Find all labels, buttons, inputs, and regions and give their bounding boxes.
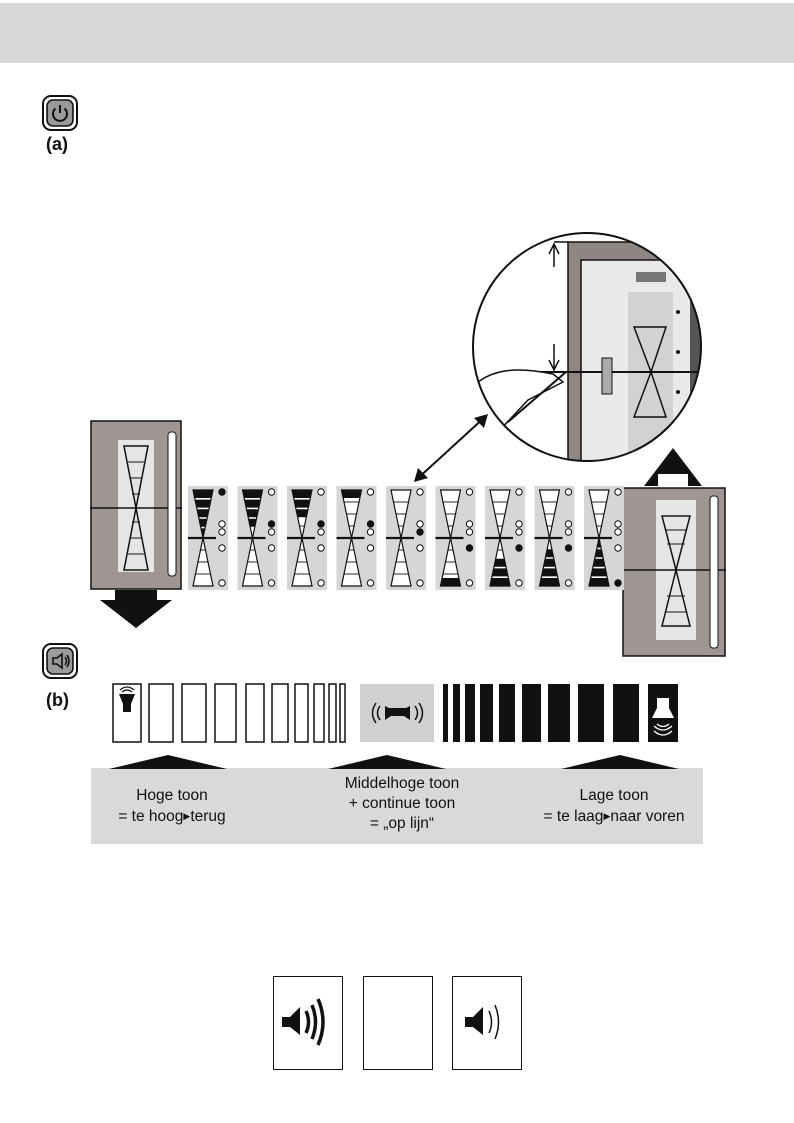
receiver-right bbox=[622, 446, 726, 658]
volume-loud-card bbox=[273, 976, 343, 1070]
legend-high-tone: Hoge toon = te hoog▶terug bbox=[92, 786, 252, 827]
zoom-pointer-arrow bbox=[408, 408, 494, 488]
indicator-position-low bbox=[436, 486, 476, 590]
speaker-soft-icon bbox=[453, 977, 521, 1069]
detail-zoom bbox=[468, 232, 708, 464]
speaker-loud-icon bbox=[274, 977, 342, 1069]
volume-soft-card bbox=[452, 976, 522, 1070]
indicator-position-low bbox=[535, 486, 575, 590]
section-a-label: (a) bbox=[46, 134, 68, 155]
receiver-left bbox=[90, 420, 182, 630]
legend-middle-title: Middelhoge toon bbox=[317, 774, 487, 794]
legend-pointers bbox=[91, 754, 703, 770]
legend-middle-meaning: = „op lijn“ bbox=[317, 814, 487, 834]
power-icon bbox=[42, 95, 78, 131]
indicator-position-high bbox=[188, 486, 228, 590]
legend-middle-tone: Middelhoge toon + continue toon = „op li… bbox=[317, 774, 487, 834]
tone-timeline bbox=[110, 682, 686, 744]
legend-middle-sub: + continue toon bbox=[317, 794, 487, 814]
volume-off-card bbox=[363, 976, 433, 1070]
legend-low-title: Lage toon bbox=[526, 786, 702, 806]
indicator-position-low bbox=[584, 486, 624, 590]
header-bar bbox=[0, 3, 794, 63]
legend-low-tone: Lage toon = te laag▶naar voren bbox=[526, 786, 702, 827]
indicator-position-high bbox=[287, 486, 327, 590]
indicator-position-low bbox=[485, 486, 525, 590]
speaker-icon bbox=[42, 643, 78, 679]
indicator-position-high bbox=[337, 486, 377, 590]
high-tone-speaker-icon bbox=[113, 684, 141, 742]
legend-low-meaning: = te laag▶naar voren bbox=[526, 806, 702, 827]
leveling-indicator-strip bbox=[188, 486, 628, 592]
legend-high-title: Hoge toon bbox=[92, 786, 252, 806]
indicator-position-level bbox=[386, 486, 426, 590]
indicator-position-high bbox=[238, 486, 278, 590]
section-b-label: (b) bbox=[46, 690, 69, 711]
legend-high-meaning: = te hoog▶terug bbox=[92, 806, 252, 827]
